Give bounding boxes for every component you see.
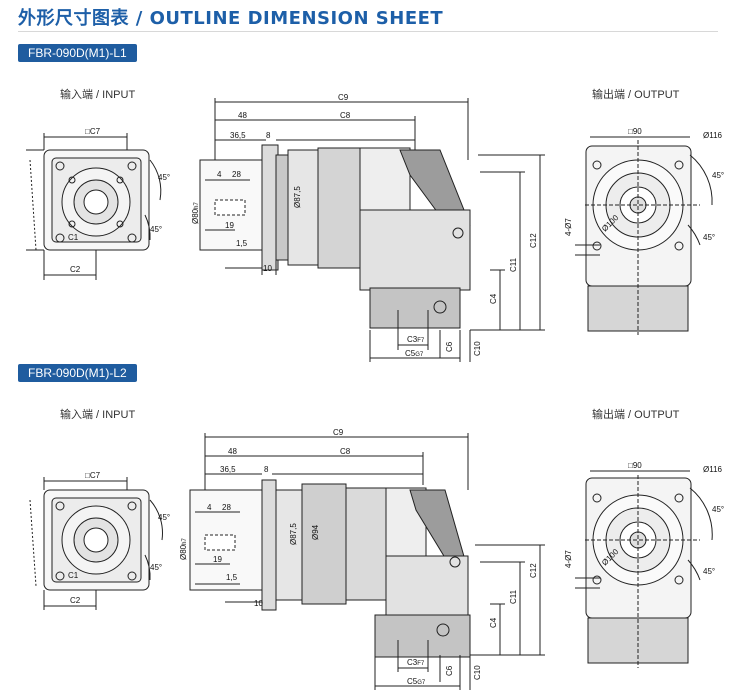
dim-c5-l2: C5G7 [407,677,426,686]
dim-c1-l2: C1 [68,571,79,580]
dim-c2-l1: C2 [70,265,81,274]
dim-c6-l1: C6 [445,341,454,352]
dim-19-l2: 19 [213,555,222,564]
input-view-l2 [29,477,163,610]
model-badge-l2: FBR-090D(M1)-L2 [18,364,137,382]
dim-c2-l2: C2 [70,596,81,605]
dim-c7-l2: □C7 [85,471,101,480]
dim-4-l2: 4 [207,503,212,512]
dim-c9-l1: C9 [338,93,349,102]
dim-c4-l2: C4 [489,617,498,628]
dim-c3-l1: C3F7 [407,335,425,344]
model-badge-l1: FBR-090D(M1)-L1 [18,44,137,62]
dim-4-d7-l2: 4-Ø7 [564,550,573,568]
dim-d116-l1: Ø116 [703,131,723,140]
dim-10-l1: 10 [263,264,272,273]
dim-c1-l1: C1 [68,233,79,242]
dim-c12-l1: C12 [529,233,538,248]
side-view-l1 [199,98,545,362]
dim-c6-l2: C6 [445,665,454,676]
dim-c9-l2: C9 [333,428,344,437]
dim-45-c-l1: 45° [712,171,724,180]
dim-45-a-l2: 45° [158,513,170,522]
dim-28-l2: 28 [222,503,231,512]
drawing-l1: □C7 C2 C1 45° 45° C9 48 C8 36,5 8 4 28 1… [26,93,724,362]
dim-c12-l2: C12 [529,563,538,578]
dim-48-l2: 48 [228,447,237,456]
dim-d116-l2: Ø116 [703,465,723,474]
dim-sq90-l2: □90 [628,461,642,470]
output-label-l1: 输出端 / OUTPUT [592,89,680,101]
dim-45-c-l2: 45° [712,505,724,514]
dim-45-d-l1: 45° [703,233,715,242]
dim-8-l1: 8 [266,131,271,140]
dim-c5-l1: C5G7 [405,349,424,358]
input-label-l2: 输入端 / INPUT [60,409,136,421]
dim-28-l1: 28 [232,170,241,179]
output-view-l2 [575,470,713,668]
dim-45-d-l2: 45° [703,567,715,576]
title-divider [18,31,718,32]
dim-45-a-l1: 45° [158,173,170,182]
dim-10-l2: 10 [254,599,263,608]
page-title: 外形尺寸图表 / OUTLINE DIMENSION SHEET [18,8,444,29]
dim-36-5-l1: 36,5 [230,131,246,140]
dim-1-5-l1: 1,5 [236,239,248,248]
dim-c8-l1: C8 [340,111,351,120]
dim-d80-l1: Ø80h7 [191,202,200,224]
input-view-l1 [26,133,162,280]
dim-c11-l1: C11 [509,257,518,272]
side-view-l2 [189,433,545,690]
dim-45-b-l1: 45° [150,225,162,234]
dim-c10-l2: C10 [473,665,482,680]
output-view-l1 [575,136,713,335]
dim-d87-5-l2: Ø87,5 [289,523,298,545]
output-label-l2: 输出端 / OUTPUT [592,409,680,421]
dim-c10-l1: C10 [473,341,482,356]
dim-c8-l2: C8 [340,447,351,456]
dim-36-5-l2: 36,5 [220,465,236,474]
dim-c3-l2: C3F7 [407,658,425,667]
dim-19-l1: 19 [225,221,234,230]
dim-d87-5-l1: Ø87,5 [293,186,302,208]
input-label-l1: 输入端 / INPUT [60,89,136,101]
dim-c7-l1: □C7 [85,127,101,136]
dim-d80-l2: Ø80h7 [179,538,188,560]
dim-45-b-l2: 45° [150,563,162,572]
dim-c4-l1: C4 [489,293,498,304]
dim-48-l1: 48 [238,111,247,120]
dim-4-l1: 4 [217,170,222,179]
dim-d94-l2: Ø94 [311,524,320,540]
dim-8-l2: 8 [264,465,269,474]
dim-1-5-l2: 1,5 [226,573,238,582]
dim-c11-l2: C11 [509,589,518,604]
dim-sq90-l1: □90 [628,127,642,136]
dim-4-d7-l1: 4-Ø7 [564,218,573,236]
